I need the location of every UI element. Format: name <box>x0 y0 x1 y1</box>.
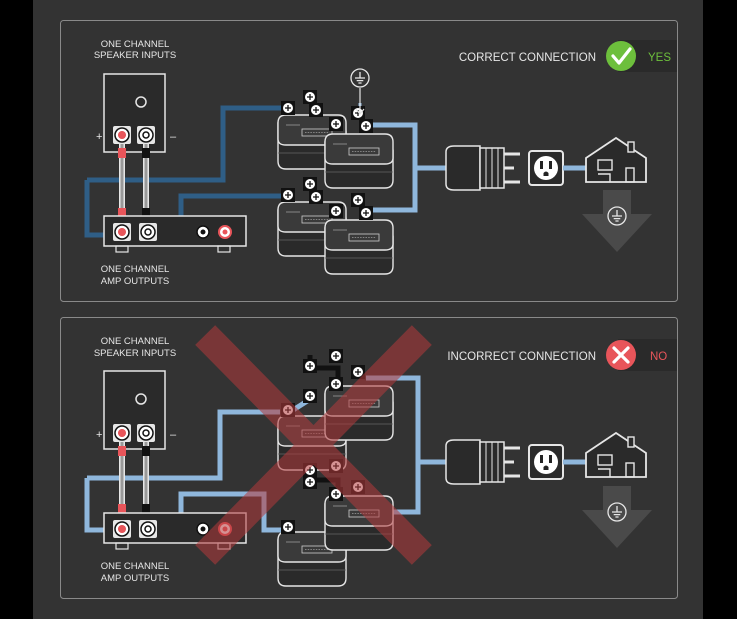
speaker-inputs-box <box>103 73 166 222</box>
minus-label: – <box>170 429 177 441</box>
wall-outlet-icon <box>528 444 564 480</box>
amp-outputs-box <box>103 215 247 253</box>
transformer-2 <box>324 133 394 189</box>
amp-label-line2: AMP OUTPUTS <box>101 276 169 287</box>
amp-label-line2: AMP OUTPUTS <box>101 573 169 584</box>
incorrect-connection-panel: + – ONE CHANNEL SPEAKER INPUTS ONE CHANN… <box>60 317 678 599</box>
amp-label-line1: ONE CHANNEL <box>101 561 170 572</box>
speaker-label-line1: ONE CHANNEL <box>101 336 170 347</box>
correct-connection-panel: + – ONE CHANNEL SPEAKER INPUTS ONE CHANN… <box>60 20 678 302</box>
minus-label: – <box>170 131 177 143</box>
speaker-label-line1: ONE CHANNEL <box>101 39 170 50</box>
speaker-label-line2: SPEAKER INPUTS <box>94 348 176 359</box>
plus-label: + <box>96 131 102 143</box>
status-title: CORRECT CONNECTION <box>459 52 596 64</box>
status-title: INCORRECT CONNECTION <box>447 351 596 363</box>
transformer-4 <box>324 219 394 275</box>
check-icon <box>606 41 636 71</box>
wall-outlet-icon <box>528 150 564 186</box>
power-plug-icon <box>444 144 522 192</box>
speaker-inputs-box <box>103 370 166 518</box>
speaker-negative-terminal <box>136 125 156 145</box>
status-word: NO <box>650 351 667 363</box>
plus-label: + <box>96 429 102 441</box>
speaker-label-line2: SPEAKER INPUTS <box>94 50 176 61</box>
amp-label-line1: ONE CHANNEL <box>101 264 170 275</box>
status-word: YES <box>648 52 671 64</box>
power-plug-icon <box>444 438 522 486</box>
incorrect-cross-overlay <box>195 325 432 565</box>
